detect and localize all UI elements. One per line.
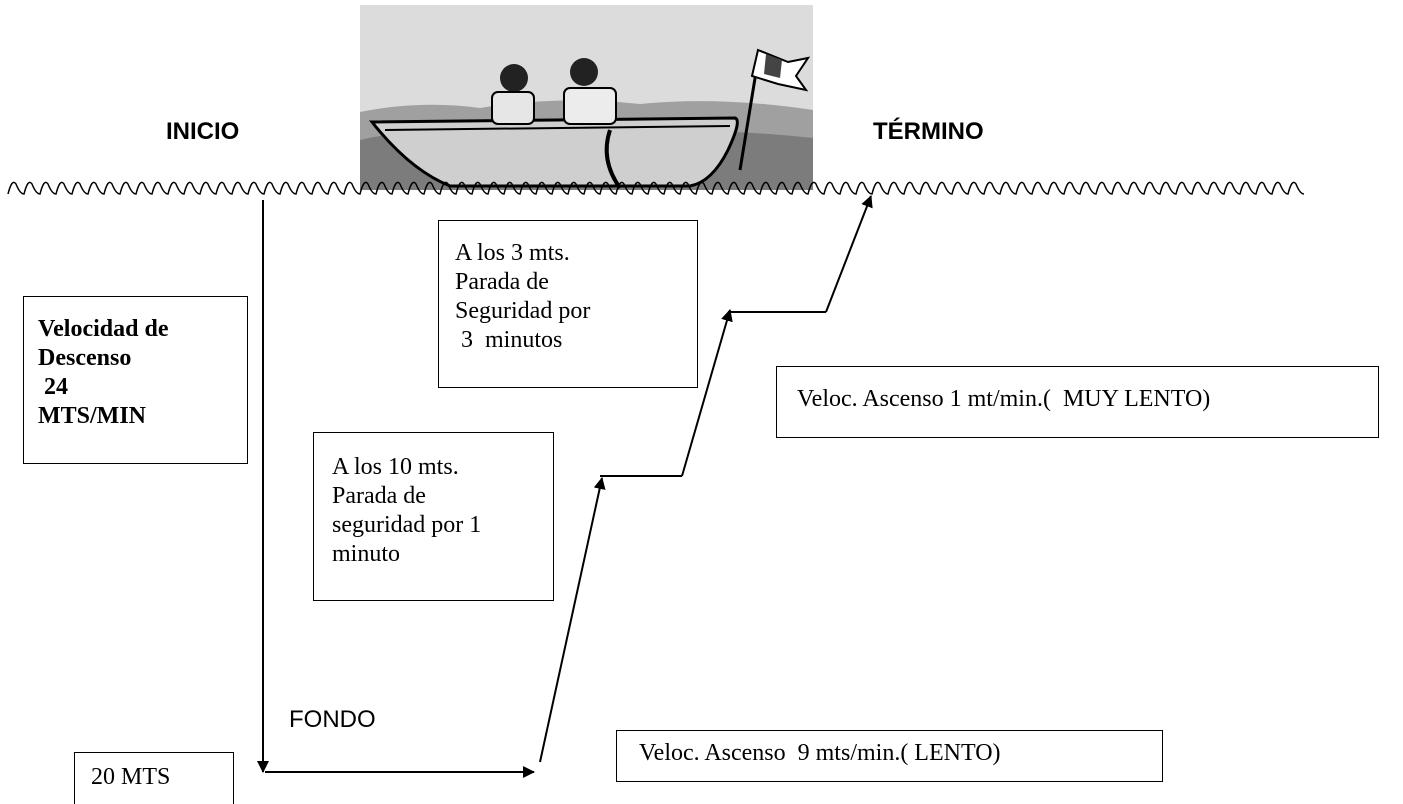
stop-10m-line-2: Parada de bbox=[332, 483, 426, 509]
descent-speed-box: Velocidad de Descenso 24 MTS/MIN bbox=[23, 296, 248, 464]
termino-label: TÉRMINO bbox=[873, 118, 984, 145]
descent-speed-line-3: 24 bbox=[38, 374, 68, 400]
person-body-right bbox=[563, 87, 617, 125]
depth-box: 20 MTS bbox=[74, 752, 234, 804]
descent-speed-line-2: Descenso bbox=[38, 345, 132, 371]
stop-10m-line-4: minuto bbox=[332, 541, 401, 567]
descent-speed-line-1: Velocidad de bbox=[38, 316, 169, 342]
final-ascent-arrow bbox=[825, 195, 873, 313]
water-surface-line bbox=[7, 181, 1305, 195]
stop-3m-box: A los 3 mts. Parada de Seguridad por 3 m… bbox=[438, 220, 698, 388]
person-body-left bbox=[491, 91, 535, 125]
oar bbox=[604, 129, 622, 190]
descent-speed-line-4: MTS/MIN bbox=[38, 403, 146, 429]
ascent-slow-text: Veloc. Ascenso 1 mt/min.( MUY LENTO) bbox=[797, 386, 1211, 412]
flag-icon bbox=[738, 48, 811, 171]
person-head-right bbox=[570, 58, 598, 86]
stop-3m-line-4: 3 minutos bbox=[455, 327, 563, 353]
stop-3m-line-3: Seguridad por bbox=[455, 298, 591, 324]
inicio-label: INICIO bbox=[166, 118, 240, 145]
stop-3m-line-1: A los 3 mts. bbox=[455, 240, 570, 266]
boat-hull bbox=[368, 116, 739, 188]
person-head-left bbox=[500, 64, 528, 92]
ascent-slow-box: Veloc. Ascenso 1 mt/min.( MUY LENTO) bbox=[776, 366, 1379, 438]
ascent-9-box: Veloc. Ascenso 9 mts/min.( LENTO) bbox=[616, 730, 1163, 782]
ascent-9-text: Veloc. Ascenso 9 mts/min.( LENTO) bbox=[639, 740, 1001, 766]
ascent-arrow-to-10m bbox=[539, 477, 606, 763]
stop-10m-line-1: A los 10 mts. bbox=[332, 454, 459, 480]
fondo-label: FONDO bbox=[289, 706, 376, 733]
boat-illustration bbox=[360, 5, 813, 190]
stop-10m-line-3: seguridad por 1 bbox=[332, 512, 482, 538]
depth-text: 20 MTS bbox=[91, 764, 171, 790]
ascent-arrow-to-3m bbox=[681, 309, 733, 477]
stop-10m-box: A los 10 mts. Parada de seguridad por 1 … bbox=[313, 432, 554, 601]
stop-3m-line-2: Parada de bbox=[455, 269, 549, 295]
